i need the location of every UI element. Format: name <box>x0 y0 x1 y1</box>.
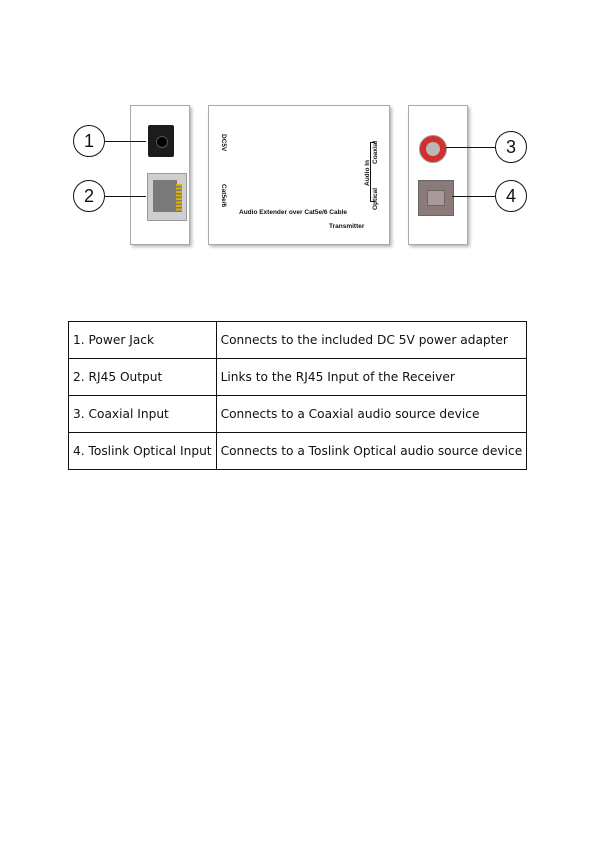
connector-description: Connects to a Coaxial audio source devic… <box>215 395 528 433</box>
connector-description: Connects to the included DC 5V power ada… <box>215 321 528 359</box>
table-row: 4. Toslink Optical Input Connects to a T… <box>68 432 528 470</box>
power-label: DC5V <box>220 134 227 152</box>
top-panel: DC5V Cat5e/6 Audio Extender over Cat5e/6… <box>208 105 390 245</box>
table-row: 2. RJ45 Output Links to the RJ45 Input o… <box>68 358 528 396</box>
unit-type: Transmitter <box>329 223 365 230</box>
rj45-socket <box>153 180 177 212</box>
rj45-contacts <box>176 184 182 212</box>
callout-2-leader <box>104 196 146 197</box>
connector-description: Connects to a Toslink Optical audio sour… <box>215 432 528 470</box>
connector-description: Links to the RJ45 Input of the Receiver <box>215 358 528 396</box>
connector-name: 2. RJ45 Output <box>68 358 217 396</box>
callout-3: 3 <box>495 131 527 163</box>
connector-name: 3. Coaxial Input <box>68 395 217 433</box>
connector-table: 1. Power Jack Connects to the included D… <box>68 321 528 470</box>
connector-name: 1. Power Jack <box>68 321 217 359</box>
coaxial-jack-center <box>426 142 440 156</box>
callout-1-leader <box>104 141 146 142</box>
power-jack-hole <box>156 136 168 148</box>
callout-2: 2 <box>73 180 105 212</box>
cat-label: Cat5e/6 <box>220 184 227 208</box>
optical-port <box>418 180 454 216</box>
callout-4-leader <box>452 196 495 197</box>
power-jack <box>148 125 174 157</box>
callout-3-leader <box>446 147 495 148</box>
left-panel <box>130 105 190 245</box>
table-row: 1. Power Jack Connects to the included D… <box>68 321 528 359</box>
table-row: 3. Coaxial Input Connects to a Coaxial a… <box>68 395 528 433</box>
audio-in-bracket <box>370 142 375 202</box>
rj45-port <box>147 173 187 221</box>
callout-1: 1 <box>73 125 105 157</box>
callout-4: 4 <box>495 180 527 212</box>
right-panel <box>408 105 468 245</box>
optical-port-inner <box>427 190 445 206</box>
product-name: Audio Extender over Cat5e/6 Cable <box>239 209 348 216</box>
coaxial-jack <box>419 135 447 163</box>
connector-name: 4. Toslink Optical Input <box>68 432 217 470</box>
